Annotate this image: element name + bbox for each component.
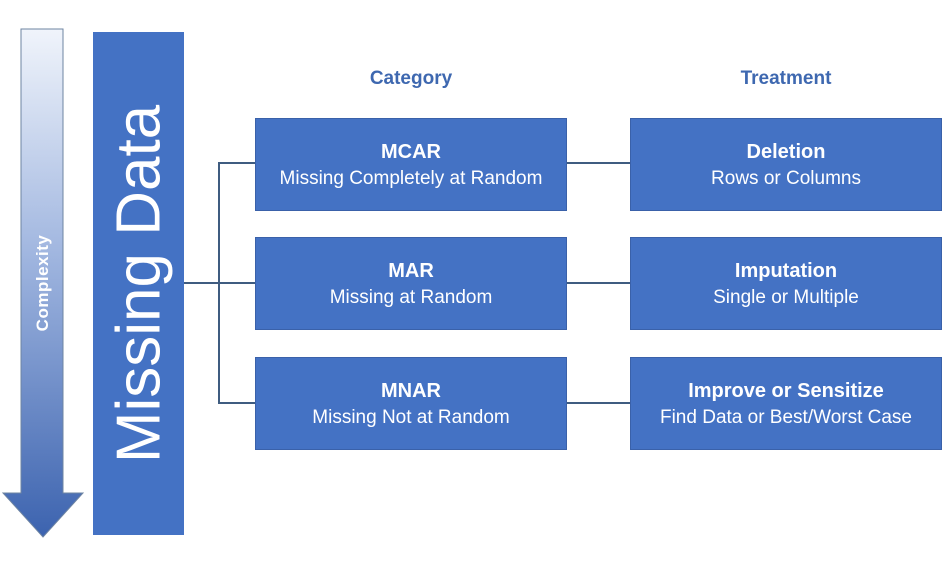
box-subtitle: Missing Not at Random xyxy=(312,406,510,428)
box-title: Imputation xyxy=(734,259,838,282)
box-title: MAR xyxy=(388,259,434,282)
connector-mar-to-imputation xyxy=(567,282,630,284)
connector-bracket-vertical xyxy=(218,162,220,404)
category-box-mcar: MCAR Missing Completely at Random xyxy=(255,118,567,211)
box-title: MCAR xyxy=(381,140,441,163)
box-subtitle: Find Data or Best/Worst Case xyxy=(659,406,913,428)
box-subtitle: Rows or Columns xyxy=(711,167,861,189)
connector-bracket-to-mcar xyxy=(219,162,255,164)
connector-mcar-to-deletion xyxy=(567,162,630,164)
box-title: Deletion xyxy=(746,140,826,163)
treatment-box-deletion: Deletion Rows or Columns xyxy=(630,118,942,211)
down-arrow-icon xyxy=(1,28,85,538)
missing-data-label: Missing Data xyxy=(104,104,173,463)
treatment-box-improve: Improve or Sensitize Find Data or Best/W… xyxy=(630,357,942,450)
category-box-mar: MAR Missing at Random xyxy=(255,237,567,330)
category-box-mnar: MNAR Missing Not at Random xyxy=(255,357,567,450)
connector-bracket-to-mnar xyxy=(219,402,255,404)
connector-mnar-to-improve xyxy=(567,402,630,404)
treatment-column-header: Treatment xyxy=(740,68,832,89)
category-column-header: Category xyxy=(369,68,453,89)
complexity-arrow xyxy=(1,28,85,538)
box-subtitle: Single or Multiple xyxy=(713,286,859,308)
treatment-box-imputation: Imputation Single or Multiple xyxy=(630,237,942,330)
complexity-axis-label: Complexity xyxy=(33,234,52,332)
box-subtitle: Missing at Random xyxy=(329,286,493,308)
missing-data-root-node: Missing Data xyxy=(93,32,184,535)
box-subtitle: Missing Completely at Random xyxy=(279,167,543,189)
box-title: Improve or Sensitize xyxy=(688,379,884,402)
box-title: MNAR xyxy=(381,379,441,402)
